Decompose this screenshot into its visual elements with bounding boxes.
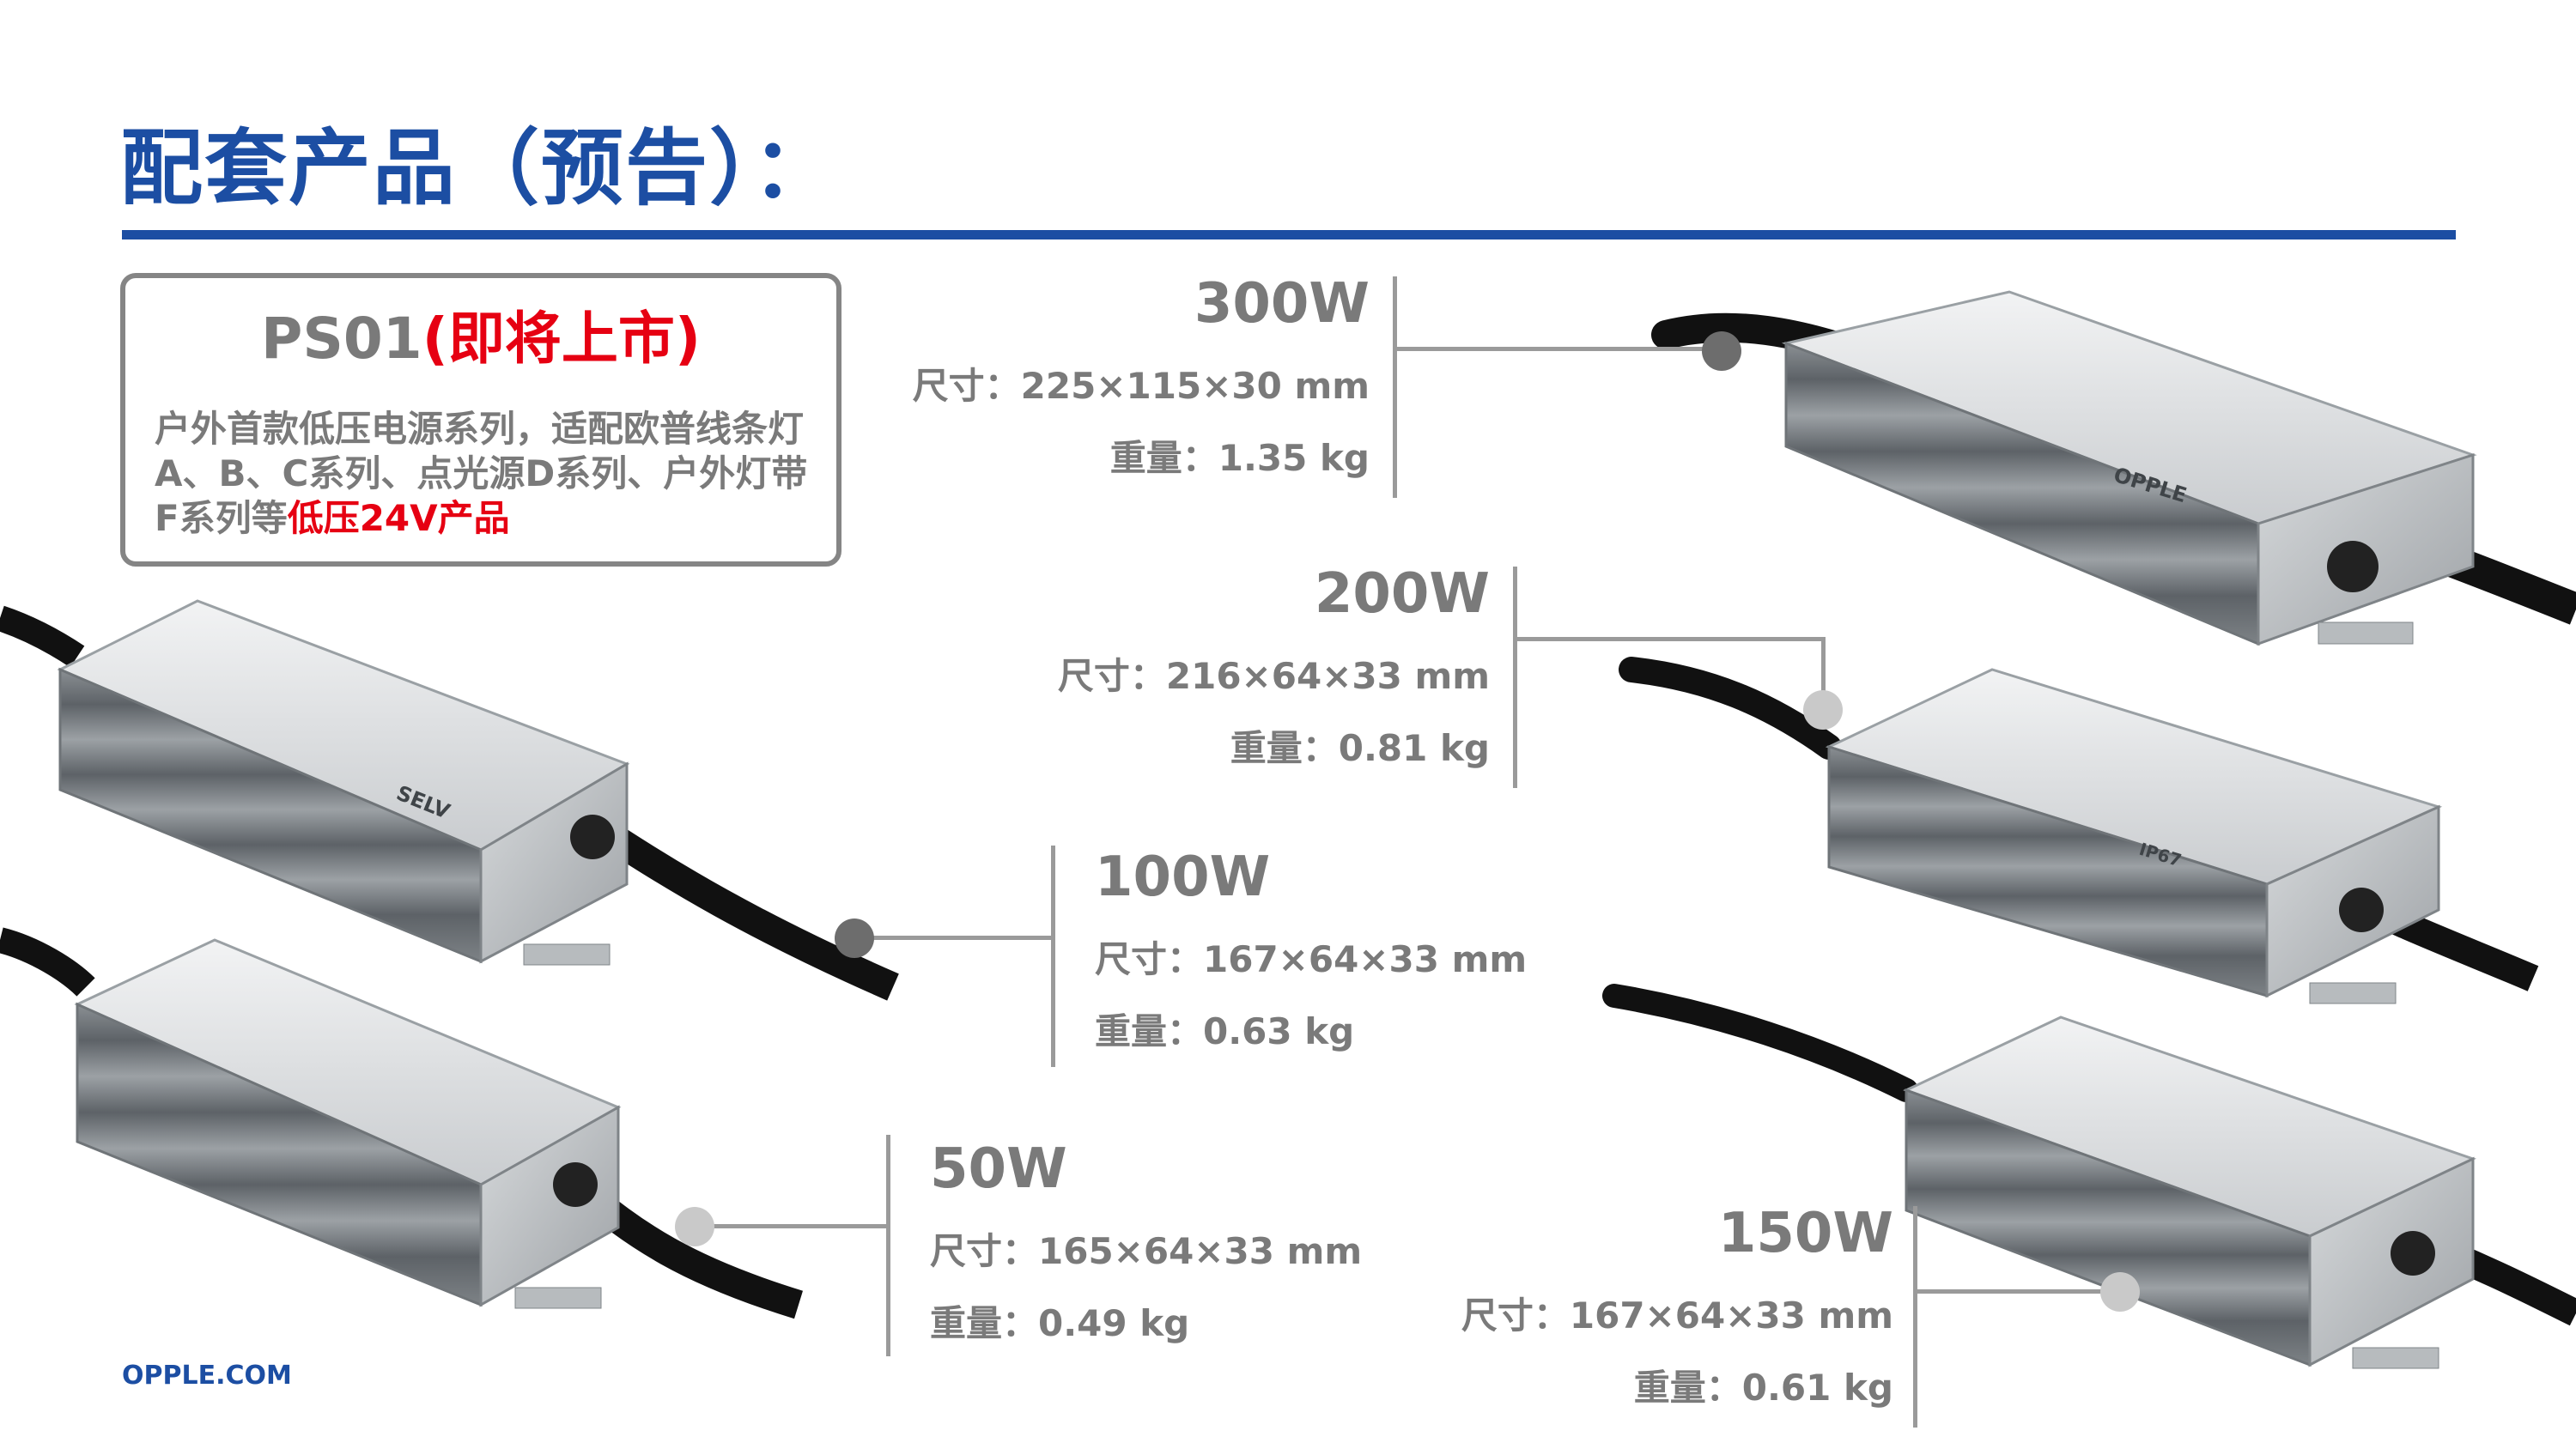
- spec-100w: 100W 尺寸：167×64×33 mm 重量：0.63 kg: [1095, 850, 1527, 1068]
- callout-300w-dot: [1702, 331, 1741, 371]
- spec-200w: 200W 尺寸：216×64×33 mm 重量：0.81 kg: [975, 567, 1490, 785]
- spec-50w-weight: 重量：0.49 kg: [930, 1302, 1190, 1344]
- spec-100w-size: 尺寸：167×64×33 mm: [1095, 938, 1528, 980]
- page-title: 配套产品（预告）：: [120, 120, 836, 216]
- spec-50w-watt: 50W: [930, 1137, 1067, 1201]
- callout-300w-vline: [1393, 276, 1397, 498]
- product-intro-box: PS01(即将上市) 户外首款低压电源系列，适配欧普线条灯A、B、C系列、点光源…: [120, 273, 841, 567]
- driver-300w-image: OPPLE: [1651, 290, 2576, 646]
- spec-150w: 150W 尺寸：167×64×33 mm 重量：0.61 kg: [1374, 1206, 1893, 1424]
- spec-150w-weight: 重量：0.61 kg: [1633, 1367, 1893, 1409]
- callout-200w-drop: [1821, 637, 1826, 697]
- callout-150w-hline: [1913, 1289, 2136, 1294]
- callout-200w-dot: [1803, 690, 1843, 730]
- callout-100w-vline: [1051, 846, 1055, 1067]
- spec-100w-weight: 重量：0.63 kg: [1095, 1010, 1355, 1052]
- driver-50w-image: [0, 927, 804, 1319]
- product-series-name: PS01: [260, 306, 422, 372]
- spec-150w-watt: 150W: [1717, 1202, 1893, 1265]
- spec-200w-weight: 重量：0.81 kg: [1230, 727, 1490, 769]
- spec-100w-watt: 100W: [1095, 846, 1271, 909]
- spec-200w-size: 尺寸：216×64×33 mm: [1057, 655, 1490, 697]
- spec-150w-size: 尺寸：167×64×33 mm: [1461, 1294, 1893, 1337]
- spec-50w-size: 尺寸：165×64×33 mm: [930, 1230, 1363, 1272]
- callout-200w-hline: [1513, 637, 1826, 641]
- callout-50w-vline: [886, 1135, 890, 1356]
- driver-150w-image: [1602, 984, 2576, 1369]
- intro-description-text: 户外首款低压电源系列，适配欧普线条灯A、B、C系列、点光源D系列、户外灯带F系列…: [155, 408, 808, 539]
- spec-300w-weight: 重量：1.35 kg: [1109, 437, 1370, 479]
- title-divider: [122, 230, 2456, 239]
- spec-200w-watt: 200W: [1314, 562, 1490, 626]
- callout-300w-hline: [1393, 347, 1719, 351]
- footer-website: OPPLE.COM: [122, 1361, 292, 1391]
- intro-description: 户外首款低压电源系列，适配欧普线条灯A、B、C系列、点光源D系列、户外灯带F系列…: [155, 407, 824, 541]
- spec-300w: 300W 尺寸：225×115×30 mm 重量：1.35 kg: [859, 276, 1370, 494]
- coming-soon-tag: (即将上市): [422, 306, 702, 372]
- spec-300w-watt: 300W: [1194, 272, 1370, 336]
- callout-50w-dot: [675, 1207, 714, 1246]
- callout-200w-vline: [1513, 567, 1517, 788]
- callout-150w-dot: [2100, 1272, 2140, 1312]
- callout-50w-hline: [711, 1224, 888, 1228]
- intro-highlight: 低压24V产品: [287, 497, 510, 539]
- spec-300w-size: 尺寸：225×115×30 mm: [912, 365, 1370, 407]
- spec-50w: 50W 尺寸：165×64×33 mm 重量：0.49 kg: [930, 1142, 1362, 1360]
- driver-100w-image: SELV: [0, 599, 899, 1001]
- intro-title: PS01(即将上市): [125, 311, 836, 367]
- callout-100w-hline: [854, 936, 1053, 940]
- callout-150w-vline: [1913, 1206, 1917, 1428]
- callout-100w-dot: [835, 919, 874, 958]
- driver-200w-image: IP67: [1619, 657, 2539, 1004]
